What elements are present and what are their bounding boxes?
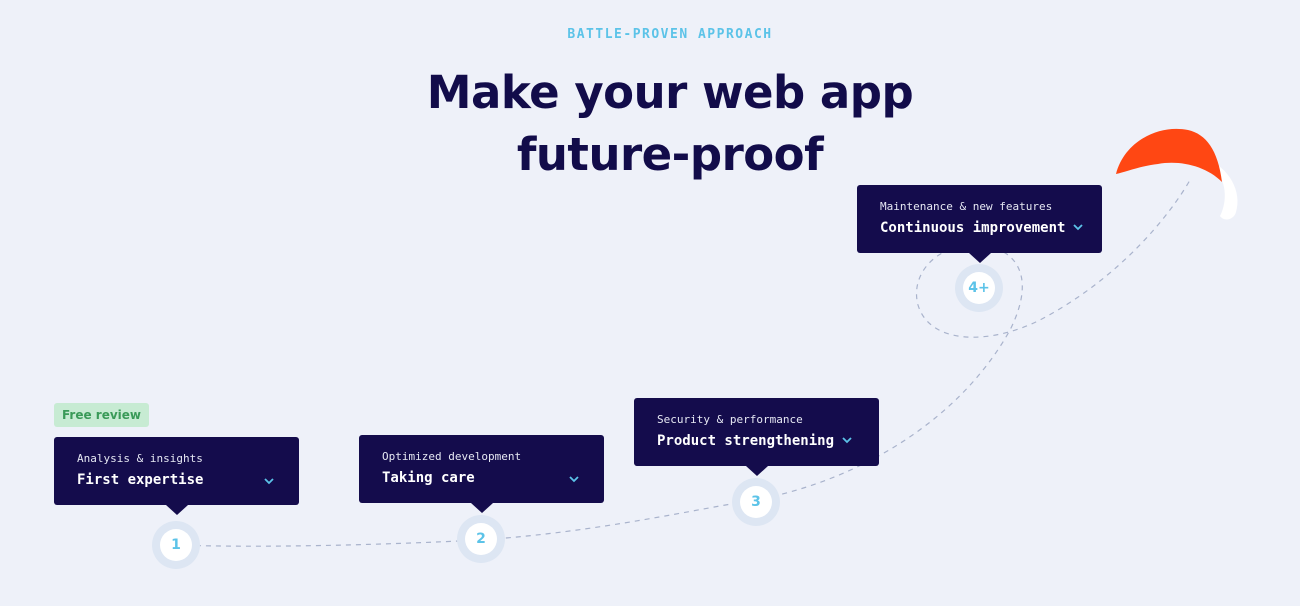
step-number: 2	[465, 523, 497, 555]
step-card-title-text: Product strengthening	[657, 433, 835, 449]
step-card-title: Continuous improvement	[880, 219, 1084, 237]
free-review-badge: Free review	[54, 403, 149, 427]
kite-icon	[1116, 128, 1238, 220]
page-title-line-1: Make your web app	[426, 66, 914, 119]
chevron-down-icon[interactable]	[842, 436, 852, 444]
step-card-taking-care[interactable]: Optimized development Taking care	[359, 435, 604, 513]
page-title: Make your web app future-proof	[0, 62, 1300, 186]
step-card-title: First expertise	[77, 472, 204, 488]
section-eyebrow: BATTLE-PROVEN APPROACH	[567, 27, 773, 42]
chevron-down-icon[interactable]	[264, 477, 274, 485]
step-card-subtitle: Maintenance & new features	[880, 200, 1053, 213]
chevron-down-icon[interactable]	[1073, 223, 1084, 231]
step-marker-3: 3	[732, 478, 780, 526]
step-card-title: Taking care	[382, 470, 475, 486]
step-marker-2: 2	[457, 515, 505, 563]
step-card-subtitle: Optimized development	[382, 450, 522, 463]
step-marker-1: 1	[152, 521, 200, 569]
step-card-continuous-improvement[interactable]: Maintenance & new features Continuous im…	[857, 185, 1102, 263]
chevron-down-icon[interactable]	[569, 475, 579, 483]
step-card-subtitle: Security & performance	[657, 413, 803, 426]
step-card-subtitle: Analysis & insights	[77, 452, 203, 465]
step-number: 1	[160, 529, 192, 561]
step-card-product-strengthening[interactable]: Security & performance Product strengthe…	[634, 398, 879, 476]
step-marker-4: 4+	[955, 264, 1003, 312]
step-card-title: Product strengthening	[657, 432, 855, 450]
page-title-line-2: future-proof	[516, 128, 824, 181]
step-number: 4+	[963, 272, 995, 304]
step-card-first-expertise[interactable]: Analysis & insights First expertise	[54, 437, 299, 515]
step-number: 3	[740, 486, 772, 518]
step-card-title-text: Continuous improvement	[880, 220, 1066, 236]
